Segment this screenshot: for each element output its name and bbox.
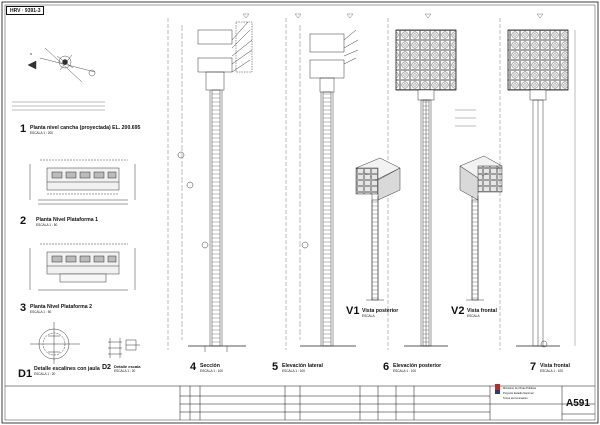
view-1-title: Planta nivel cancha (proyectada) EL. 200…	[30, 125, 141, 131]
view-3-title: Planta Nivel Plataforma 2	[30, 304, 92, 310]
elevation-5-lateral	[285, 18, 359, 350]
view-2-title: Planta Nivel Plataforma 1	[36, 217, 98, 223]
view-v2-title: Vista frontal	[467, 308, 497, 314]
view-4-title: Sección	[200, 363, 220, 369]
institution-logo	[495, 384, 500, 390]
view-5-scale: ESCALA 1 : 100	[282, 369, 306, 373]
view-v1-scale: ESCALA	[362, 314, 375, 318]
view-v1-title: Vista posterior	[362, 308, 399, 314]
title-block	[5, 385, 595, 420]
view-2-number: 2	[20, 215, 27, 227]
institution-logo-band	[495, 390, 500, 394]
section-4	[167, 18, 253, 352]
view-v2-scale: ESCALA	[467, 314, 480, 318]
view-6-number: 6	[383, 361, 390, 373]
detail-d2-scale: ESCALA 1 : 20	[114, 369, 136, 373]
view-v2-iso	[459, 155, 503, 301]
view-1-number: 1	[20, 123, 27, 135]
view-7-scale: ESCALA 1 : 100	[540, 369, 564, 373]
detail-d2-ladder	[108, 338, 140, 358]
view-v2-number: V2	[451, 305, 465, 317]
plan-1-site: N	[12, 47, 105, 111]
view-5-title: Elevación lateral	[282, 363, 323, 369]
drawing-title: Torres de Iluminación	[503, 397, 528, 400]
view-3-number: 3	[20, 302, 27, 314]
detail-d2-title: Detalle escala	[114, 364, 141, 369]
view-2-scale: ESCALA 1 : 50	[36, 223, 58, 227]
detail-d1-number: D1	[18, 368, 33, 380]
detail-d1-cage	[30, 322, 80, 364]
view-v1-iso	[355, 157, 401, 301]
detail-d2-number: D2	[102, 364, 111, 371]
view-7-title: Vista frontal	[540, 363, 570, 369]
detail-d1-title: Detalle escalines con jaula	[34, 366, 100, 372]
view-1-scale: ESCALA 1 : 200	[30, 131, 54, 135]
svg-text:N: N	[30, 52, 32, 56]
institution-name: Ministerio de Obras Públicas	[503, 387, 537, 390]
plan-2-platform	[29, 159, 136, 205]
drawing-code-stamp: HRV · 9391-3	[6, 6, 45, 15]
view-4-number: 4	[190, 361, 197, 373]
view-3-scale: ESCALA 1 : 50	[30, 310, 52, 314]
level-marks	[242, 13, 544, 19]
project-line: Proyecto Estadio Nacional	[503, 392, 534, 395]
plan-3-platform	[29, 243, 136, 291]
view-6-title: Elevación posterior	[393, 363, 442, 369]
view-v1-number: V1	[346, 305, 360, 317]
elevation-7-front	[499, 18, 576, 350]
view-4-scale: ESCALA 1 : 100	[200, 369, 224, 373]
view-6-scale: ESCALA 1 : 100	[393, 369, 417, 373]
detail-d1-scale: ESCALA 1 : 20	[34, 372, 56, 376]
elevation-6-rear	[387, 18, 476, 350]
view-5-number: 5	[272, 361, 279, 373]
sheet-number: A591	[566, 398, 590, 409]
view-7-number: 7	[530, 361, 537, 373]
